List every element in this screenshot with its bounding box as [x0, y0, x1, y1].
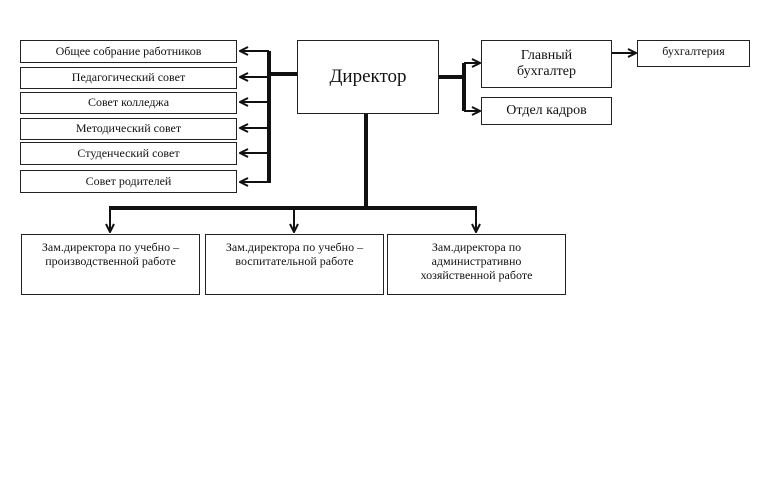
box-hr: Отдел кадров	[481, 97, 612, 125]
box-student-council: Студенческий совет	[20, 142, 237, 165]
box-general-meeting: Общее собрание работников	[20, 40, 237, 63]
box-director: Директор	[297, 40, 439, 114]
box-pedagogical-council: Педагогический совет	[20, 67, 237, 89]
box-methodical-council: Методический совет	[20, 118, 237, 140]
box-parents-council: Совет родителей	[20, 170, 237, 193]
box-deputy-production: Зам.директора по учебно – производственн…	[21, 234, 200, 295]
box-accounting: бухгалтерия	[637, 40, 750, 67]
box-deputy-educational: Зам.директора по учебно – воспитательной…	[205, 234, 384, 295]
box-chief-accountant: Главный бухгалтер	[481, 40, 612, 88]
box-college-council: Совет колледжа	[20, 92, 237, 114]
box-deputy-administrative: Зам.директора по административно хозяйст…	[387, 234, 566, 295]
